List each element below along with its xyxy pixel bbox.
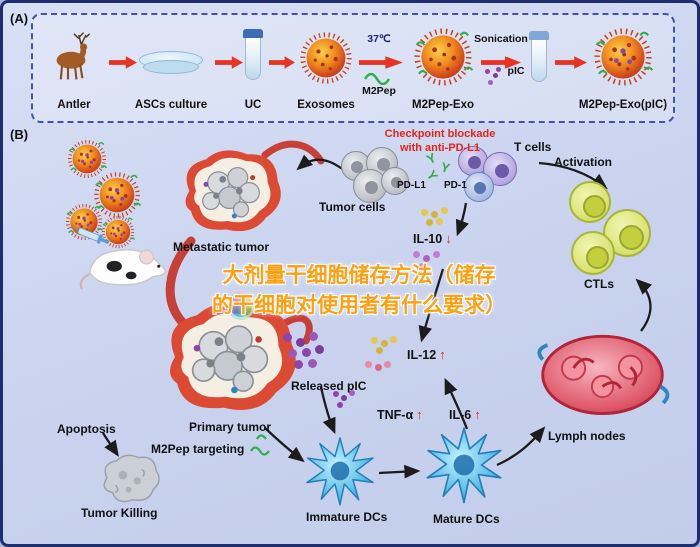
petri-dish-icon [139,51,203,75]
ctls-label: CTLs [584,277,614,291]
pic-label: pIC [507,65,525,77]
tnfa-row: TNF-α↑ [377,407,423,422]
sonication-label: Sonication [474,33,528,45]
released-pic-dots [283,333,292,342]
t-cell [458,146,488,176]
m2pep-exo-icon [413,27,473,87]
ctl-cell [569,181,611,223]
ctl-cell [603,209,651,257]
step-label: UC [244,99,262,111]
sonication-tube-icon [529,31,549,82]
il6-row: IL-6↑ [449,407,481,422]
il12-label: IL-12 [407,348,437,362]
cytokine-dots [421,209,428,216]
step-label: Exosomes [297,99,355,111]
cytokine-dots [365,361,372,368]
anti-pd-l1-antibody-icon: Y [439,159,452,176]
tumor-cells-label: Tumor cells [319,200,386,214]
m2pep-exo-pic-icon [593,27,653,87]
il12-row: IL-12↑ [407,347,446,362]
checkpoint-blockade-note: Checkpoint blockade with anti-PD-L1 [384,128,496,155]
panel-a-label: (A) [10,11,29,26]
up-arrow-icon: ↑ [474,407,481,422]
panel-a-box [31,13,675,123]
activation-label: Activation [554,155,613,169]
centrifuge-tube-icon [243,29,263,80]
tumor-killing-label: Tumor Killing [81,506,158,520]
ctl-cell [571,231,615,275]
watermark-line2: 的干细胞对使用者有什么要求） [212,293,506,317]
tumor-cell [381,167,409,195]
exosome-icon [299,31,353,85]
t-cells-label: T cells [514,140,552,154]
step-label: M2Pep-Exo [412,99,474,111]
mouse-icon [79,239,171,295]
cytokine-dots [413,251,420,258]
m2pep-targeting-label: M2Pep targeting [151,442,245,456]
lymph-nodes-label: Lymph nodes [548,429,626,443]
m2pep-peptide-icon [363,72,391,85]
apoptosis-label: Apoptosis [57,422,116,436]
pd-l1-label: PD-L1 [397,180,426,191]
il6-label: IL-6 [449,408,472,422]
pd-1-label: PD-1 [444,180,467,191]
step-antler: Antler [39,15,109,113]
panel-b-label: (B) [10,127,29,142]
watermark-line1: 大剂量干细胞储存方法（储存 [222,264,496,287]
metastatic-tumor-icon [161,141,301,241]
immature-dc-icon [303,435,377,507]
pic-dots [485,69,490,74]
up-arrow-icon: ↑ [416,407,423,422]
step-uc: UC [235,15,271,113]
step-label: ASCs culture [134,99,208,111]
lymph-node-icon [535,323,670,423]
il10-row: IL-10↓ [413,231,452,246]
step-label: M2Pep-Exo(pIC) [578,99,668,111]
released-pic-label: Released pIC [291,379,367,393]
il10-label: IL-10 [413,232,443,246]
immature-dcs-label: Immature DCs [306,510,388,524]
dead-tumor-cell-icon [93,449,167,507]
cytokine-dots [333,391,339,397]
t-cell [464,172,494,202]
watermark: 大剂量干细胞储存方法（储存 的干细胞对使用者有什么要求） [183,261,535,321]
step-ascs-culture: ASCs culture [125,15,217,113]
watermark-logo-icon [227,292,255,320]
metastatic-tumor-label: Metastatic tumor [173,240,270,254]
tnfa-label: TNF-α [377,408,414,422]
deer-icon [44,27,104,85]
step-m2pep-exo: M2Pep-Exo [407,15,479,113]
step-exosomes: Exosomes [291,15,361,113]
step-label: Antler [57,99,91,111]
up-arrow-icon: ↑ [439,347,446,362]
temperature-label: 37℃ [367,33,391,45]
mature-dcs-label: Mature DCs [433,512,500,526]
mature-dc-icon [423,425,505,505]
down-arrow-icon: ↓ [445,231,452,246]
primary-tumor-label: Primary tumor [189,420,272,434]
m2pep-label: M2Pep [362,85,396,97]
anti-pd-l1-antibody-icon: Y [423,167,441,184]
step-m2pep-exo-pic: M2Pep-Exo(pIC) [575,15,671,113]
cytokine-dots [371,337,378,344]
